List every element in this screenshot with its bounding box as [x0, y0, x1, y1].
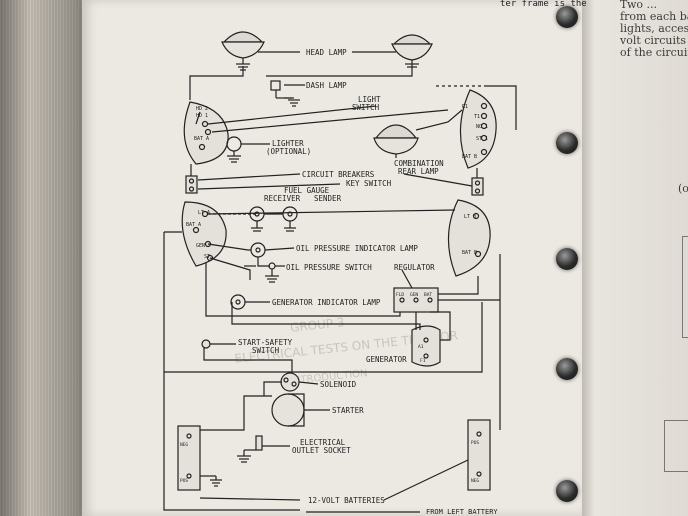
- label-head-lamp: HEAD LAMP: [306, 48, 347, 57]
- fuel-gauge-sender: [282, 206, 298, 232]
- label-starter: STARTER: [332, 406, 364, 415]
- right-page-line-4: volt circuits: [620, 34, 687, 47]
- key-switch-right: [447, 199, 491, 277]
- label-light-switch-2: SWITCH: [352, 103, 380, 112]
- label-oil-pressure-lamp: OIL PRESSURE INDICATOR LAMP: [296, 244, 418, 253]
- battery-right: [467, 419, 491, 491]
- label-start-safety-1: START-SAFETY: [238, 338, 293, 347]
- terminal-t1: T1: [474, 114, 480, 120]
- right-page-line-2: from each bat: [620, 10, 688, 23]
- binding-ring-4: [556, 358, 578, 380]
- head-lamp-right: [391, 34, 433, 68]
- label-generator: GENERATOR: [366, 355, 407, 364]
- label-receiver: RECEIVER: [264, 194, 301, 203]
- terminal-pos-left: POS: [180, 478, 188, 484]
- label-light-switch-1: LIGHT: [358, 95, 381, 104]
- terminal-bat: BAT: [424, 292, 432, 298]
- right-page-line-5: of the circuit.: [620, 46, 688, 59]
- label-lighter-1: LIGHTER: [272, 139, 304, 148]
- starter: [271, 393, 305, 427]
- solenoid: [280, 372, 300, 392]
- label-batteries: 12-VOLT BATTERIES: [308, 496, 385, 505]
- right-page-box: [682, 236, 688, 338]
- label-rear-lamp-1: COMBINATION: [394, 159, 444, 168]
- label-key-switch: KEY SWITCH: [346, 179, 392, 188]
- terminal-fld: FLD: [396, 292, 404, 298]
- combination-rear-lamp: [373, 124, 419, 158]
- label-outlet-2: OUTLET SOCKET: [292, 446, 351, 455]
- label-start-safety-2: SWITCH: [252, 346, 280, 355]
- right-page: Two ... from each bat lights, access vol…: [582, 0, 688, 516]
- oil-pressure-indicator-lamp: [250, 242, 266, 258]
- circuit-breaker-left: [185, 175, 198, 194]
- light-switch-right: [459, 89, 497, 169]
- binding-ring-1: [556, 6, 578, 28]
- battery-left: [177, 425, 222, 491]
- terminal-gen: GEN: [196, 243, 205, 249]
- terminal-bat-a-ks: BAT A: [186, 222, 201, 228]
- terminal-no1: NO 1: [476, 124, 488, 130]
- key-switch-left: [181, 201, 227, 267]
- label-circuit-breakers: CIRCUIT BREAKERS: [302, 170, 375, 179]
- terminal-neg-right: NEG: [471, 478, 479, 484]
- label-outlet-1: ELECTRICAL: [300, 438, 346, 447]
- label-solenoid: SOLENOID: [320, 380, 357, 389]
- top-cutoff-text: ter frame is the: [500, 0, 587, 9]
- terminal-r1: R1: [462, 104, 468, 110]
- head-lamp-left: [221, 31, 265, 71]
- label-dash-lamp: DASH LAMP: [306, 81, 347, 90]
- terminal-a1: A1: [418, 344, 424, 350]
- fuel-gauge-receiver: [249, 206, 265, 232]
- right-page-box-2: [664, 420, 688, 472]
- binding-ring-3: [556, 248, 578, 270]
- terminal-st: ST: [204, 254, 210, 260]
- binding-ring-5: [556, 480, 578, 502]
- start-safety-switch: [201, 339, 211, 349]
- electrical-outlet-socket: [237, 435, 263, 463]
- label-rear-lamp-2: REAR LAMP: [398, 167, 439, 176]
- label-from-left-battery: FROM LEFT BATTERY: [426, 508, 498, 516]
- terminal-st1: ST 1: [476, 136, 488, 142]
- terminal-hd1: HD 1: [196, 113, 208, 119]
- terminal-gen-reg: GEN: [410, 292, 418, 298]
- label-oil-pressure-switch: OIL PRESSURE SWITCH: [286, 263, 372, 272]
- generator: [411, 325, 441, 367]
- terminal-bat-a-ls: BAT A: [194, 136, 209, 142]
- light-switch: [183, 101, 229, 165]
- terminal-neg-left: NEG: [180, 442, 188, 448]
- label-fuel-gauge: FUEL GAUGE: [284, 186, 330, 195]
- circuit-breaker-right: [471, 177, 484, 196]
- right-page-line-3: lights, access: [620, 22, 688, 35]
- right-page-line-1: Two ...: [620, 0, 657, 11]
- label-regulator: REGULATOR: [394, 263, 435, 272]
- lighter: [226, 136, 242, 163]
- terminal-lt-b: LT B: [464, 214, 476, 220]
- dash-lamp: [270, 80, 300, 107]
- right-page-fragment: (o: [678, 182, 688, 195]
- generator-indicator-lamp: [230, 294, 246, 310]
- label-lighter-2: (OPTIONAL): [266, 147, 311, 156]
- terminal-bat-b-ls: BAT B: [462, 154, 477, 160]
- terminal-pos-right: POS: [471, 440, 479, 446]
- label-sender: SENDER: [314, 194, 342, 203]
- label-generator-lamp: GENERATOR INDICATOR LAMP: [272, 298, 381, 307]
- oil-pressure-switch: [265, 262, 279, 283]
- terminal-f1: F1: [420, 358, 426, 364]
- binding-ring-2: [556, 132, 578, 154]
- terminal-hd2: HD 2: [196, 106, 208, 112]
- regulator: [393, 287, 439, 313]
- terminal-lt-a: LT A: [198, 210, 210, 216]
- terminal-bat-b-ks: BAT B: [462, 250, 477, 256]
